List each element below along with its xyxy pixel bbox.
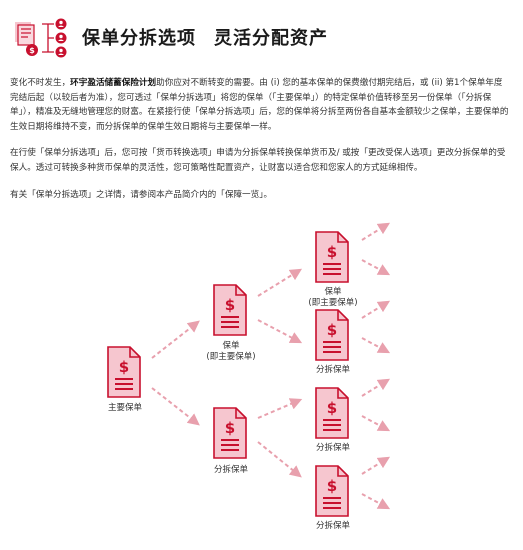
document-split-icon: $	[15, 18, 67, 58]
intro-text-post: 助你应对不断转变的需要。由 (i) 您的基本保单的保费缴付期完结后，或 (ii)…	[10, 78, 509, 132]
mid-top-label-2: (即主要保单)	[206, 351, 255, 362]
mid-bottom-label: 分拆保单	[214, 464, 249, 475]
leaf4-label: 分拆保单	[316, 520, 351, 531]
product-name: 环宇盈活储蓄保险计划	[70, 78, 157, 88]
leaf3-document-icon	[315, 387, 349, 439]
paragraph-details: 有关「保单分拆选项」之详情，请参阅本产品简介内的「保障一览」。	[10, 190, 273, 200]
connector-arrows	[151, 222, 391, 510]
leaf1-label-2: (即主要保单)	[308, 297, 357, 308]
leaf4-document-icon	[315, 465, 349, 517]
intro-text-pre: 变化不时发生，	[10, 78, 71, 88]
mid-top-label-1: 保单	[222, 340, 240, 351]
root-policy-document-icon	[107, 346, 141, 398]
leaf2-label: 分拆保单	[316, 364, 351, 375]
paragraph-intro: 变化不时发生，环宇盈活储蓄保险计划助你应对不断转变的需要。由 (i) 您的基本保…	[10, 76, 510, 134]
leaf3-label: 分拆保单	[316, 442, 351, 453]
policy-split-diagram: $ 主要保单 保单 (即主要保单) 分拆保单 保单 (即主要保单) 分拆保单 分…	[107, 222, 391, 531]
paragraph-options: 在行使「保单分拆选项」后，您可按「货币转换选项」申请为分拆保单转换保单货币及/ …	[10, 148, 506, 173]
leaf1-document-icon	[315, 231, 349, 283]
page-title: 保单分拆选项灵活分配资产	[82, 24, 328, 50]
title-main: 保单分拆选项	[82, 28, 196, 49]
mid-bottom-document-icon	[213, 407, 247, 459]
title-subtitle: 灵活分配资产	[214, 28, 328, 49]
leaf2-document-icon	[315, 309, 349, 361]
root-label: 主要保单	[108, 402, 143, 413]
svg-text:$: $	[29, 46, 35, 55]
header: $ 保单分拆选项灵活分配资产	[12, 12, 328, 62]
leaf1-label-1: 保单	[324, 286, 342, 297]
mid-top-document-icon	[213, 284, 247, 336]
